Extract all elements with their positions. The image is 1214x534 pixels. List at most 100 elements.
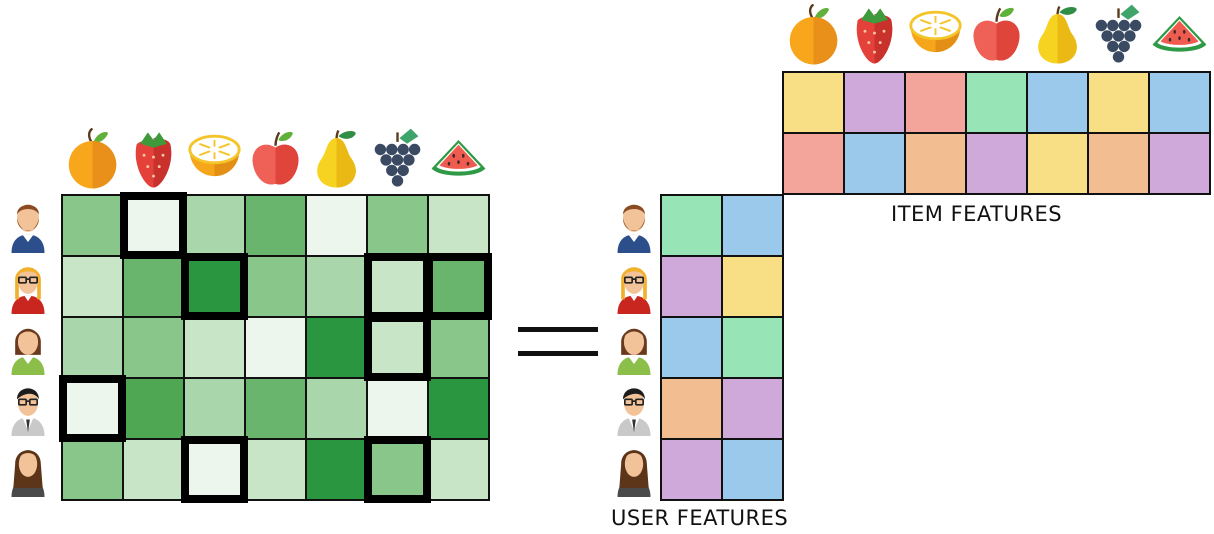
highlighted-rating-cell bbox=[425, 253, 492, 320]
user-feature-cell bbox=[721, 438, 784, 501]
bearded-man-avatar-icon bbox=[617, 204, 651, 253]
highlighted-rating-cell bbox=[364, 314, 431, 381]
user-feature-cell bbox=[660, 194, 723, 257]
rating-cell bbox=[61, 377, 124, 440]
item-feature-cell bbox=[904, 132, 967, 195]
rating-cell bbox=[244, 194, 307, 257]
highlighted-rating-cell bbox=[181, 253, 248, 320]
rating-cell bbox=[183, 316, 246, 379]
rating-cell bbox=[61, 194, 124, 257]
rating-cell bbox=[244, 377, 307, 440]
rating-cell bbox=[183, 194, 246, 257]
user-features-matrix bbox=[660, 194, 784, 501]
man-glasses-avatar-icon bbox=[616, 387, 652, 437]
rating-cell bbox=[122, 194, 185, 257]
user-feature-cell bbox=[660, 377, 723, 440]
rating-cell bbox=[366, 438, 429, 501]
blonde-woman-glasses-avatar-icon bbox=[616, 266, 652, 315]
rating-cell bbox=[366, 194, 429, 257]
item-feature-cell bbox=[1026, 71, 1089, 134]
item-feature-cell bbox=[1087, 71, 1150, 134]
strawberry-icon bbox=[135, 132, 172, 188]
rating-cell bbox=[305, 438, 368, 501]
rating-cell bbox=[305, 377, 368, 440]
equals-sign bbox=[518, 327, 598, 356]
rating-cell bbox=[122, 316, 185, 379]
user-column-right bbox=[616, 204, 652, 497]
user-feature-cell bbox=[721, 194, 784, 257]
apple-icon bbox=[251, 130, 300, 186]
item-feature-cell bbox=[1148, 132, 1211, 195]
user-feature-cell bbox=[721, 255, 784, 318]
long-hair-woman-avatar-icon bbox=[11, 450, 45, 497]
grapes-icon bbox=[373, 128, 422, 188]
rating-cell bbox=[183, 377, 246, 440]
user-feature-cell bbox=[660, 255, 723, 318]
rating-cell bbox=[427, 194, 490, 257]
rating-cell bbox=[427, 377, 490, 440]
rating-cell bbox=[183, 255, 246, 318]
orange-icon bbox=[67, 128, 118, 190]
item-feature-cell bbox=[965, 71, 1028, 134]
lemon-icon bbox=[909, 10, 962, 54]
rating-cell bbox=[305, 316, 368, 379]
user-features-label: USER FEATURES bbox=[611, 506, 789, 530]
apple-icon bbox=[972, 6, 1021, 62]
highlighted-rating-cell bbox=[59, 375, 126, 442]
item-feature-cell bbox=[782, 132, 845, 195]
rating-cell bbox=[122, 438, 185, 501]
rating-cell bbox=[61, 255, 124, 318]
man-glasses-avatar-icon bbox=[10, 387, 46, 437]
rating-cell bbox=[366, 316, 429, 379]
watermelon-icon bbox=[431, 140, 486, 176]
item-feature-cell bbox=[843, 132, 906, 195]
rating-cell bbox=[244, 255, 307, 318]
highlighted-rating-cell bbox=[181, 436, 248, 503]
highlighted-rating-cell bbox=[120, 192, 187, 259]
user-feature-cell bbox=[660, 438, 723, 501]
item-feature-cell bbox=[1087, 132, 1150, 195]
rating-cell bbox=[122, 377, 185, 440]
woman-avatar-icon bbox=[617, 328, 651, 375]
rating-cell bbox=[427, 316, 490, 379]
lemon-icon bbox=[188, 134, 241, 178]
pear-icon bbox=[315, 129, 358, 189]
item-feature-cell bbox=[904, 71, 967, 134]
rating-cell bbox=[244, 438, 307, 501]
item-features-label: ITEM FEATURES bbox=[891, 202, 1063, 226]
item-feature-cell bbox=[965, 132, 1028, 195]
rating-cell bbox=[305, 194, 368, 257]
long-hair-woman-avatar-icon bbox=[617, 450, 651, 497]
rating-cell bbox=[61, 316, 124, 379]
rating-cell bbox=[427, 255, 490, 318]
watermelon-icon bbox=[1152, 16, 1207, 52]
rating-cell bbox=[122, 255, 185, 318]
rating-cell bbox=[366, 377, 429, 440]
rating-cell bbox=[61, 438, 124, 501]
item-features-matrix bbox=[782, 71, 1211, 195]
item-header-fruits-top bbox=[788, 4, 1207, 66]
pear-icon bbox=[1036, 5, 1079, 65]
rating-cell bbox=[366, 255, 429, 318]
strawberry-icon bbox=[856, 8, 893, 64]
user-feature-cell bbox=[660, 316, 723, 379]
rating-cell bbox=[183, 438, 246, 501]
highlighted-rating-cell bbox=[364, 436, 431, 503]
user-feature-cell bbox=[721, 377, 784, 440]
woman-avatar-icon bbox=[11, 328, 45, 375]
blonde-woman-glasses-avatar-icon bbox=[10, 266, 46, 315]
rating-cell bbox=[427, 438, 490, 501]
item-feature-cell bbox=[1026, 132, 1089, 195]
item-feature-cell bbox=[1148, 71, 1211, 134]
orange-icon bbox=[788, 4, 839, 66]
bearded-man-avatar-icon bbox=[11, 204, 45, 253]
grapes-icon bbox=[1094, 4, 1143, 64]
user-column-left bbox=[10, 204, 46, 497]
item-header-fruits-left bbox=[67, 128, 486, 190]
highlighted-observed-ratings bbox=[59, 192, 492, 503]
item-feature-cell bbox=[782, 71, 845, 134]
rating-cell bbox=[244, 316, 307, 379]
user-feature-cell bbox=[721, 316, 784, 379]
item-feature-cell bbox=[843, 71, 906, 134]
